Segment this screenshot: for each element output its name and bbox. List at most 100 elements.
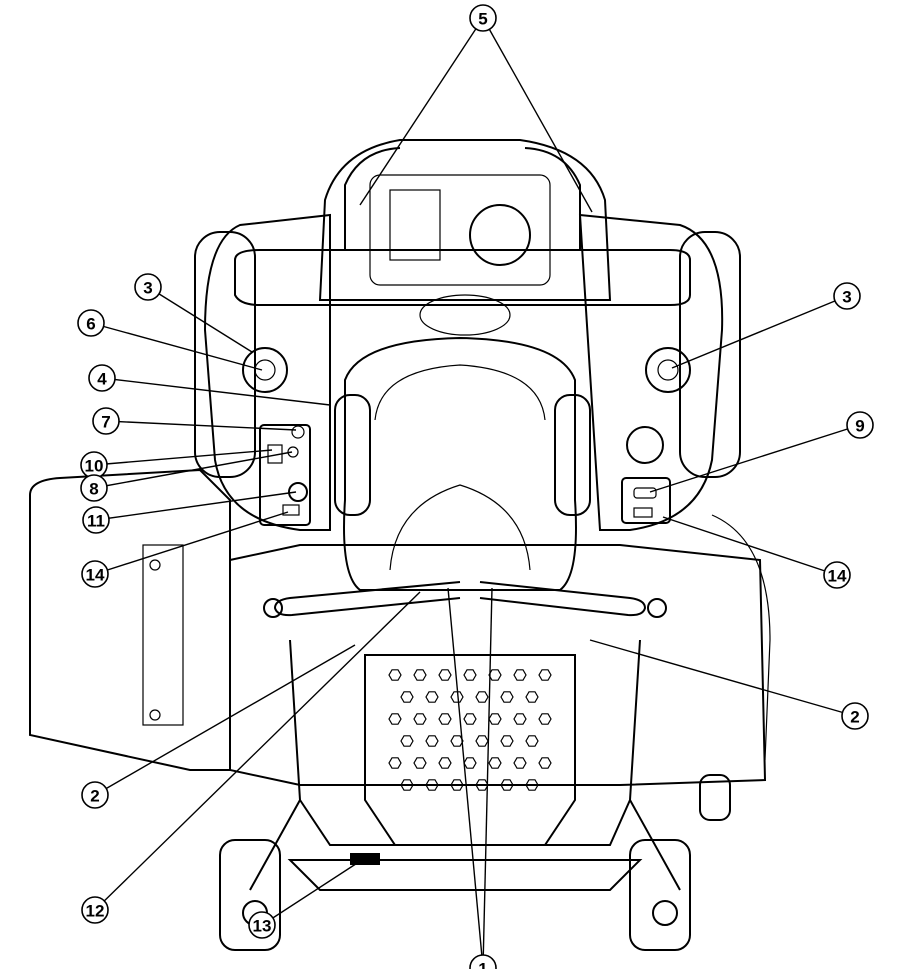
right-fuel-cap-inner: [658, 360, 678, 380]
callout-12: 12: [82, 897, 108, 923]
callout-number: 14: [828, 567, 847, 586]
leader-line: [95, 645, 355, 795]
leader-line: [448, 588, 483, 968]
tread-hex: [426, 692, 438, 702]
callout-number: 1: [478, 960, 487, 969]
tread-hex: [476, 692, 488, 702]
leader-line: [94, 452, 292, 488]
tread-hex: [414, 714, 426, 724]
left-fender: [205, 215, 330, 530]
tread-hex: [539, 758, 551, 768]
foot-plate-tread: [389, 670, 551, 790]
usb-port: [634, 488, 656, 498]
callout-14-left: 14: [82, 561, 108, 587]
tread-hex: [414, 758, 426, 768]
seat-back: [375, 365, 545, 420]
seat: [344, 338, 576, 590]
right-control-panel: [622, 478, 670, 523]
cup-holder: [627, 427, 663, 463]
tread-hex: [464, 714, 476, 724]
callout-number: 8: [89, 480, 98, 499]
tread-hex: [439, 714, 451, 724]
air-filter: [470, 205, 530, 265]
tread-hex: [426, 736, 438, 746]
callout-number: 13: [253, 917, 272, 936]
tread-hex: [514, 670, 526, 680]
leader-line: [483, 18, 592, 212]
tread-hex: [389, 670, 401, 680]
tread-hex: [514, 714, 526, 724]
tread-hex: [401, 736, 413, 746]
callout-number: 5: [478, 10, 487, 29]
callout-2-right: 2: [842, 703, 868, 729]
callout-number: 7: [101, 413, 110, 432]
left-fuel-cap-inner: [255, 360, 275, 380]
right-armrest: [555, 395, 590, 515]
tread-hex: [501, 692, 513, 702]
leader-line: [590, 640, 855, 716]
tread-hex: [489, 670, 501, 680]
leader-line: [262, 858, 365, 925]
callout-8: 8: [81, 475, 107, 501]
callout-number: 3: [842, 288, 851, 307]
callout-6: 6: [78, 310, 104, 336]
leader-line: [95, 512, 288, 574]
mower-deck: [230, 545, 765, 785]
tread-hex: [501, 736, 513, 746]
front-bumper: [290, 860, 640, 890]
deflector-plate: [143, 545, 183, 725]
right-caster-hub: [653, 901, 677, 925]
left-fuel-cap: [243, 348, 287, 392]
right-fender: [580, 215, 722, 530]
callout-number: 4: [97, 370, 107, 389]
leader-line: [663, 517, 837, 575]
callout-number: 11: [87, 512, 105, 531]
left-armrest: [335, 395, 370, 515]
tread-hex: [526, 736, 538, 746]
callout-number: 12: [86, 902, 105, 921]
leader-line: [94, 450, 272, 465]
right-light-switch: [634, 508, 652, 517]
callout-number: 9: [855, 417, 864, 436]
leader-line: [360, 18, 483, 205]
tread-hex: [539, 714, 551, 724]
callout-13: 13: [249, 912, 275, 938]
callout-number: 14: [86, 566, 105, 585]
tread-hex: [414, 670, 426, 680]
tread-hex: [489, 758, 501, 768]
deck-bolt: [150, 710, 160, 720]
tread-hex: [401, 692, 413, 702]
callout-11: 11: [83, 507, 109, 533]
callout-2-left: 2: [82, 782, 108, 808]
callout-7: 7: [93, 408, 119, 434]
engine: [370, 175, 550, 285]
callout-5-a: 5: [470, 5, 496, 31]
leader-line: [483, 588, 492, 968]
tread-hex: [389, 714, 401, 724]
tread-hex: [439, 670, 451, 680]
callout-number: 2: [90, 787, 99, 806]
callout-number: 3: [143, 279, 152, 298]
callout-3-right: 3: [834, 283, 860, 309]
tread-hex: [464, 758, 476, 768]
callout-number: 10: [85, 457, 104, 476]
tread-hex: [464, 670, 476, 680]
leader-line: [672, 296, 847, 368]
callout-4: 4: [89, 365, 115, 391]
callout-1: 1: [470, 955, 496, 969]
tread-hex: [539, 670, 551, 680]
left-motion-control-lever: [275, 582, 460, 615]
rollover-bar-upright: [345, 148, 580, 250]
tread-hex: [389, 758, 401, 768]
left-control-panel: [260, 425, 310, 525]
tread-hex: [451, 692, 463, 702]
right-deck-spindle: [648, 599, 666, 617]
leader-line: [91, 323, 262, 370]
seat-cushion: [390, 485, 530, 570]
callout-3-left: 3: [135, 274, 161, 300]
foot-plate: [365, 655, 575, 845]
right-fuel-cap: [646, 348, 690, 392]
callout-14-right: 14: [824, 562, 850, 588]
tread-hex: [514, 758, 526, 768]
